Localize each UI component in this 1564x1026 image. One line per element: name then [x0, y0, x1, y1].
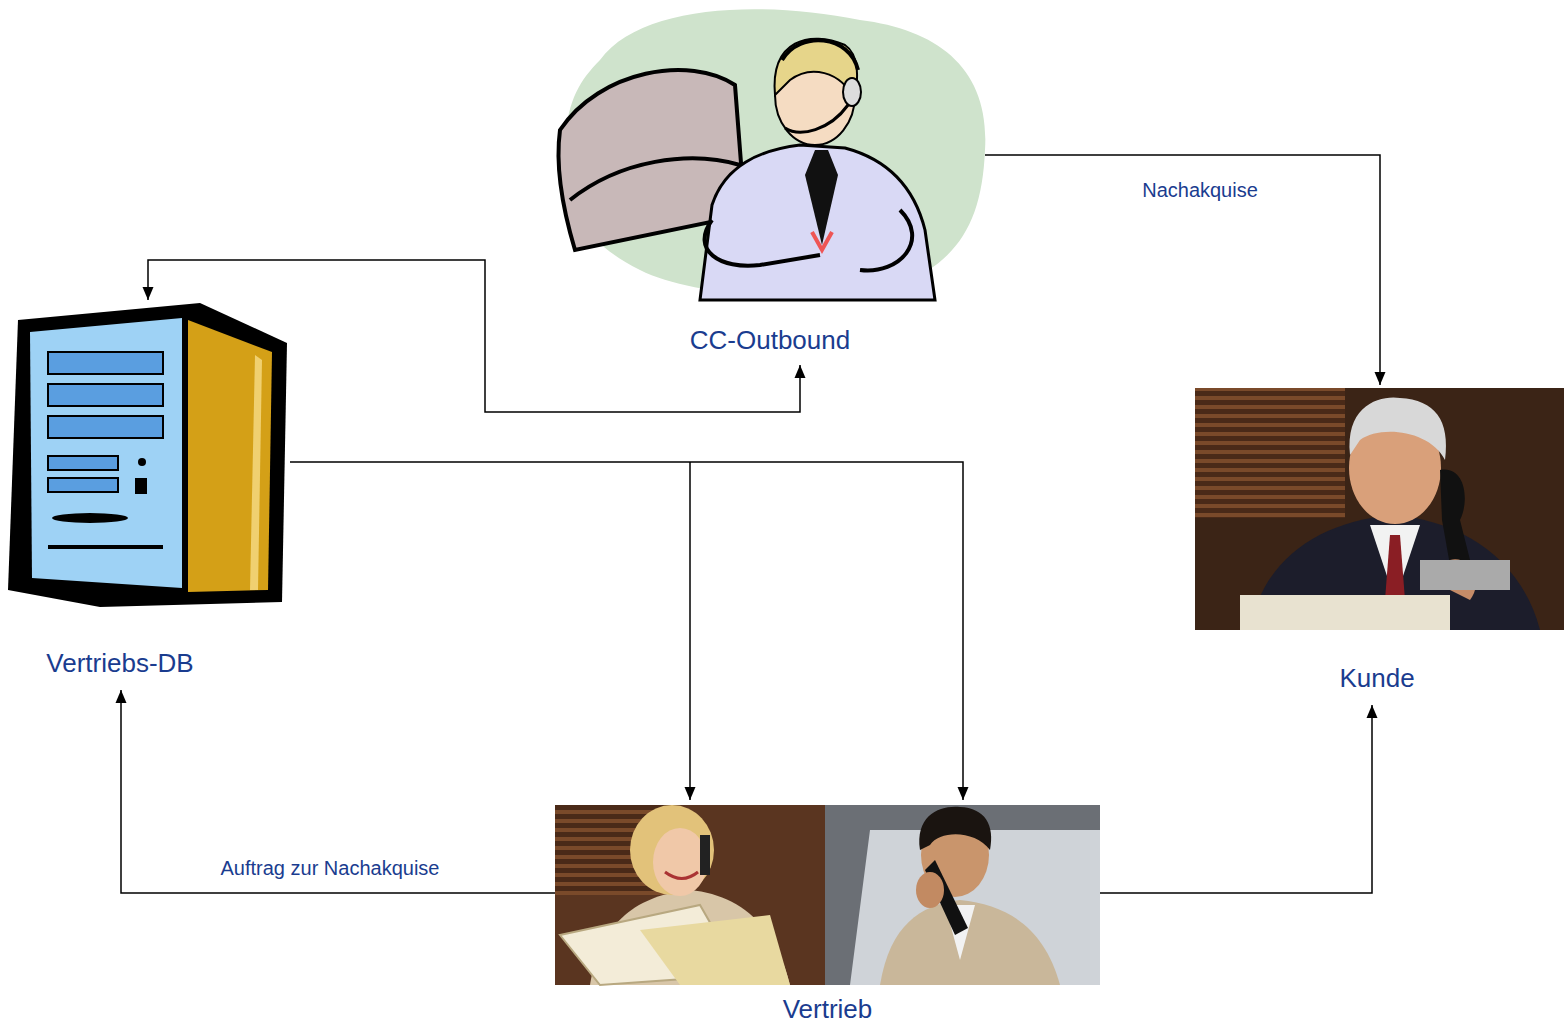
- arrow-head: [795, 365, 806, 378]
- computer-icon: [8, 303, 287, 607]
- connector: [116, 690, 556, 893]
- edge-label: Nachakquise: [1139, 178, 1261, 202]
- connector: [1100, 705, 1378, 893]
- arrow-head: [116, 690, 127, 703]
- customer-photo: [1195, 388, 1564, 630]
- node-label: Kunde: [1339, 663, 1414, 693]
- sales-photos: [555, 805, 1100, 985]
- node-label: Vertrieb: [783, 994, 873, 1024]
- arrow-head: [958, 787, 969, 800]
- arrow-head: [1375, 372, 1386, 385]
- agent-illustration: [559, 9, 986, 300]
- node-label: CC-Outbound: [690, 325, 850, 355]
- node-label: Vertriebs-DB: [46, 648, 193, 678]
- arrow-head: [143, 287, 154, 300]
- picture-node: Vertrieb: [555, 800, 1100, 1026]
- connector: [985, 155, 1386, 385]
- edge-label: Auftrag zur Nachakquise: [217, 856, 442, 880]
- connector: [290, 462, 969, 800]
- arrow-head: [685, 787, 696, 800]
- picture-node: Kunde: [1190, 385, 1564, 705]
- connector-line: [985, 155, 1380, 385]
- connector-line: [121, 690, 555, 893]
- connector-line: [1100, 705, 1372, 893]
- arrow-head: [1367, 705, 1378, 718]
- picture-node: Vertriebs-DB: [0, 300, 290, 690]
- connector-line: [290, 462, 963, 800]
- picture-node: CC-Outbound: [555, 0, 985, 365]
